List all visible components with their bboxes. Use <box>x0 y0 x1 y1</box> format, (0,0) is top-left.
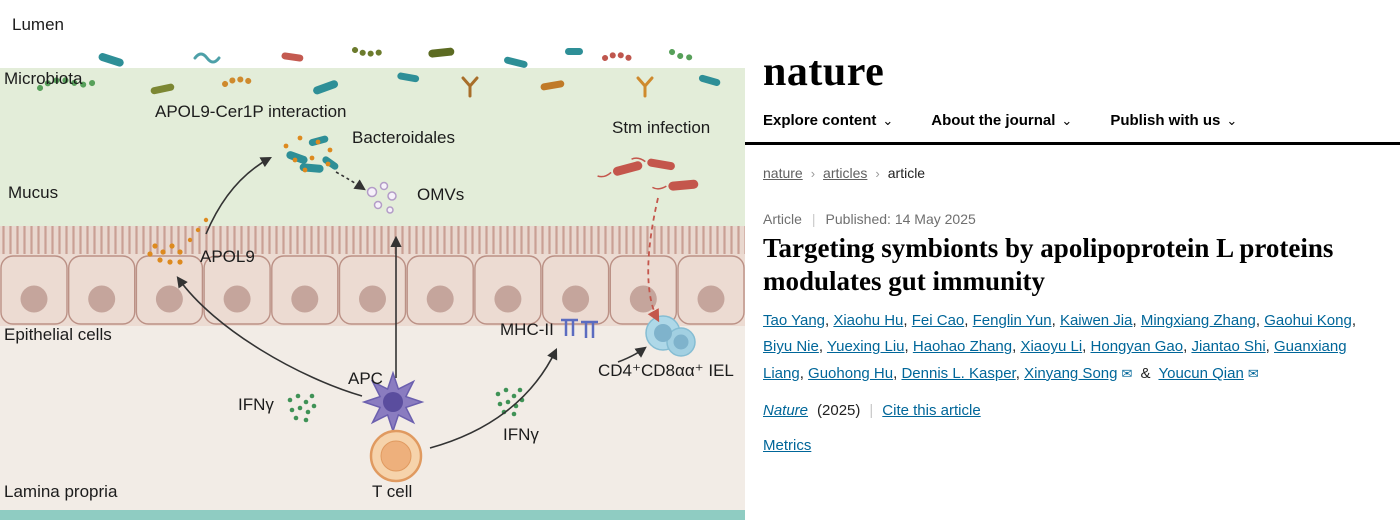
article-title: Targeting symbionts by apolipoprotein L … <box>763 233 1334 296</box>
author-link[interactable]: Xiaohu Hu <box>833 312 904 329</box>
label-apol9: APOL9 <box>200 247 255 266</box>
mhc-ii-icons <box>561 318 598 338</box>
nav-publish-with-us[interactable]: Publish with us ⌄ <box>1110 112 1237 129</box>
author-link[interactable]: Yuexing Liu <box>826 338 905 356</box>
label-apc: APC <box>348 369 383 388</box>
article-panel: nature Explore content ⌄ About the journa… <box>745 0 1400 520</box>
breadcrumb-link-articles[interactable]: articles <box>823 165 868 181</box>
author-link[interactable]: Guohong Hu <box>808 364 894 382</box>
published-date: Published: 14 May 2025 <box>825 211 976 227</box>
label-microbiota: Microbiota <box>4 69 83 88</box>
author-link[interactable]: Tao Yang <box>763 312 825 329</box>
author-link[interactable]: Youcun Qian <box>1158 364 1244 382</box>
ifng-cluster-left <box>287 393 317 423</box>
apol9-particles <box>147 217 209 265</box>
mucus-layer <box>0 68 745 226</box>
chevron-right-icon: › <box>875 165 880 181</box>
lamina-propria-layer <box>0 326 745 512</box>
ifng-cluster-right <box>495 387 525 417</box>
label-omvs: OMVs <box>417 185 464 204</box>
nature-logo[interactable]: nature <box>763 49 885 95</box>
label-epithelial-cells: Epithelial cells <box>4 325 112 344</box>
author-link[interactable]: Xiaoyu Li <box>1020 338 1083 356</box>
label-lamina-propria: Lamina propria <box>4 482 118 501</box>
epithelial-nuclei <box>20 285 725 313</box>
bottom-band <box>0 510 745 520</box>
omvs-vesicles <box>366 181 397 214</box>
breadcrumb-current: article <box>887 165 926 181</box>
author-link[interactable]: Jiantao Shi <box>1191 338 1266 356</box>
metrics-row: Metrics <box>763 437 811 454</box>
header-rule <box>745 142 1400 145</box>
author-link[interactable]: Dennis L. Kasper <box>901 364 1016 382</box>
iel-cells <box>645 315 696 357</box>
author-link[interactable]: Gaohui Kong <box>1264 312 1352 329</box>
citation-divider: | <box>869 402 874 419</box>
author-link[interactable]: Haohao Zhang <box>912 338 1013 356</box>
chevron-down-icon: ⌄ <box>1061 113 1073 128</box>
author-link[interactable]: Hongyan Gao <box>1090 338 1184 356</box>
breadcrumb: nature › articles › article <box>763 165 925 181</box>
chevron-right-icon: › <box>810 165 816 181</box>
label-stm-infection: Stm infection <box>612 118 710 137</box>
article-meta: Article | Published: 14 May 2025 <box>763 211 976 227</box>
label-mhc-ii: MHC-II <box>500 320 554 339</box>
label-mucus: Mucus <box>8 183 58 202</box>
email-icon[interactable]: ✉ <box>1121 365 1133 381</box>
top-navigation: Explore content ⌄ About the journal ⌄ Publ… <box>763 112 1237 129</box>
article-type: Article <box>763 211 802 227</box>
bacteroidales-cluster <box>283 135 339 173</box>
breadcrumb-link-nature[interactable]: nature <box>763 165 803 181</box>
nav-label: About the journal <box>931 112 1056 129</box>
chevron-down-icon: ⌄ <box>1226 113 1238 128</box>
label-iel: CD4⁺CD8αα⁺ IEL <box>598 361 734 380</box>
citation-row: Nature (2025) | Cite this article <box>763 402 981 419</box>
cite-this-article-link[interactable]: Cite this article <box>882 402 981 419</box>
stm-bacteria <box>597 157 699 191</box>
author-list: Tao Yang Xiaohu Hu Fei Cao Fenglin Yun K… <box>763 308 1388 387</box>
nav-label: Publish with us <box>1110 112 1221 129</box>
label-ifng-right: IFNγ <box>503 425 539 444</box>
metrics-link[interactable]: Metrics <box>763 437 812 454</box>
brush-border <box>0 226 745 256</box>
journal-link[interactable]: Nature <box>763 402 809 419</box>
publication-year: (2025) <box>817 402 861 419</box>
apc-cell <box>361 370 425 434</box>
nav-about-the-journal[interactable]: About the journal ⌄ <box>931 112 1072 129</box>
nav-explore-content[interactable]: Explore content ⌄ <box>763 112 893 129</box>
author-link[interactable]: Kaiwen Jia <box>1059 312 1133 329</box>
meta-divider: | <box>811 211 816 227</box>
author-link[interactable]: Xinyang Song <box>1024 364 1118 382</box>
author-link[interactable]: Fenglin Yun <box>972 312 1052 329</box>
author-link[interactable]: Biyu Nie <box>763 338 819 356</box>
author-link[interactable]: Guanxiang Liang <box>763 338 1347 382</box>
gut-immunity-diagram: Lumen Microbiota APOL9-Cer1P interaction… <box>0 15 745 520</box>
label-bacteroidales: Bacteroidales <box>352 128 455 147</box>
figure-panel: Lumen Microbiota APOL9-Cer1P interaction… <box>0 15 745 520</box>
chevron-down-icon: ⌄ <box>882 113 894 128</box>
email-icon[interactable]: ✉ <box>1247 365 1259 381</box>
author-link[interactable]: Mingxiang Zhang <box>1140 312 1256 329</box>
label-lumen: Lumen <box>12 15 64 34</box>
microbiota-bacteria <box>37 47 721 98</box>
author-joiner: & <box>1140 364 1151 382</box>
label-ifng-left: IFNγ <box>238 395 274 414</box>
label-apol9-cer1p: APOL9-Cer1P interaction <box>155 102 347 121</box>
pathway-arrows <box>176 156 647 449</box>
t-cell <box>369 429 423 483</box>
author-link[interactable]: Fei Cao <box>911 312 965 329</box>
nav-label: Explore content <box>763 112 877 129</box>
label-t-cell: T cell <box>372 482 412 501</box>
